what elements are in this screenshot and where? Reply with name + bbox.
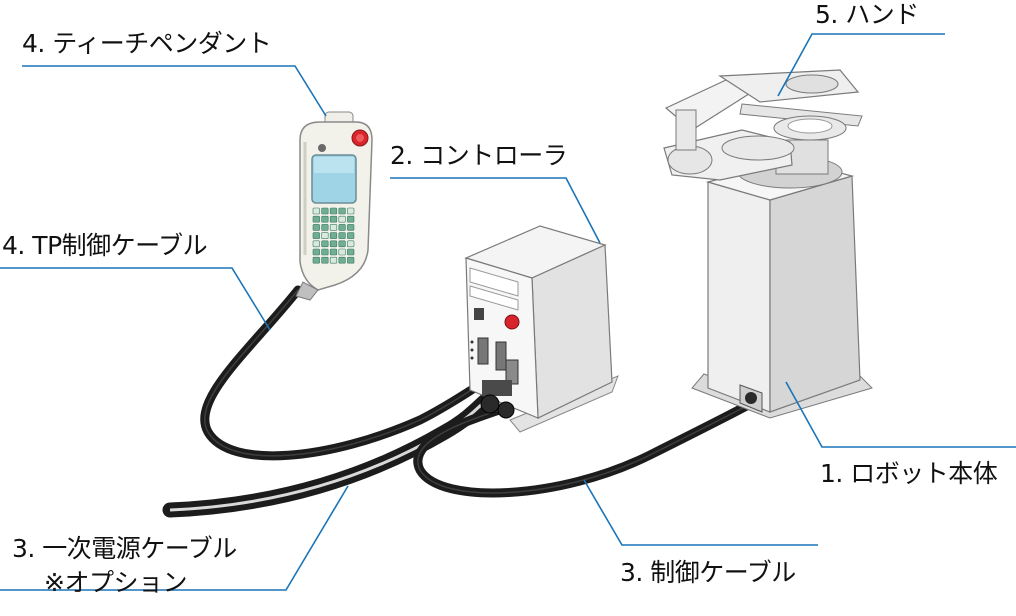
pendant-key <box>312 256 320 264</box>
pendant-key <box>312 232 320 239</box>
pendant-key <box>321 207 329 215</box>
pendant-key <box>321 224 329 231</box>
pendant-key <box>347 232 355 239</box>
pendant-key <box>338 215 346 223</box>
pendant-key <box>347 240 355 248</box>
robot-body <box>691 159 873 419</box>
pendant-key <box>312 248 320 256</box>
tp-control-cable <box>200 285 493 461</box>
controller <box>464 225 619 433</box>
pendant-key <box>329 256 338 264</box>
leader-control-cable <box>583 479 818 546</box>
pendant-key <box>321 248 329 256</box>
leader-tp-cable <box>0 267 271 331</box>
pendant-key <box>347 207 355 215</box>
pendant-key <box>338 256 346 264</box>
pendant-key <box>312 224 320 231</box>
pendant-key <box>321 240 329 248</box>
control-cable <box>413 398 757 498</box>
label-primary-power-cable: 3. 一次電源ケーブル <box>12 534 237 563</box>
leader-lines <box>0 33 1016 591</box>
leader-primary-power <box>0 485 349 591</box>
pendant-key <box>321 256 329 264</box>
pendant-key <box>347 248 355 256</box>
leader-robot-body <box>785 381 1016 448</box>
pendant-key <box>329 224 338 231</box>
label-controller: 2. コントローラ <box>390 141 568 170</box>
pendant-key <box>329 248 338 256</box>
teach-pendant <box>295 111 373 301</box>
pendant-key <box>338 232 346 239</box>
pendant-key <box>347 256 355 264</box>
pendant-key <box>338 207 346 215</box>
pendant-key <box>321 215 329 223</box>
leader-hand <box>777 33 945 97</box>
label-robot-body: 1. ロボット本体 <box>820 459 998 488</box>
leader-teach-pendant <box>22 65 327 117</box>
pendant-key <box>329 232 338 239</box>
pendant-key <box>338 248 346 256</box>
pendant-keypad <box>312 207 355 264</box>
label-hand: 5. ハンド <box>815 0 919 29</box>
pendant-key <box>312 207 320 215</box>
pendant-key <box>338 224 346 231</box>
pendant-key <box>338 240 346 248</box>
label-option-note: ※オプション <box>44 568 187 597</box>
leader-controller <box>390 177 601 244</box>
label-tp-cable: 4. TP制御ケーブル <box>2 231 208 260</box>
primary-power-cable <box>162 387 500 518</box>
pendant-key <box>329 215 338 223</box>
pendant-key <box>312 215 320 223</box>
pendant-key <box>347 224 355 231</box>
label-teach-pendant: 4. ティーチペンダント <box>22 29 272 58</box>
robot-hand <box>663 69 863 189</box>
pendant-key <box>312 240 320 248</box>
label-control-cable: 3. 制御ケーブル <box>620 558 796 587</box>
pendant-key <box>321 232 329 239</box>
pendant-key <box>347 215 355 223</box>
pendant-key <box>329 207 338 215</box>
pendant-key <box>329 240 338 248</box>
